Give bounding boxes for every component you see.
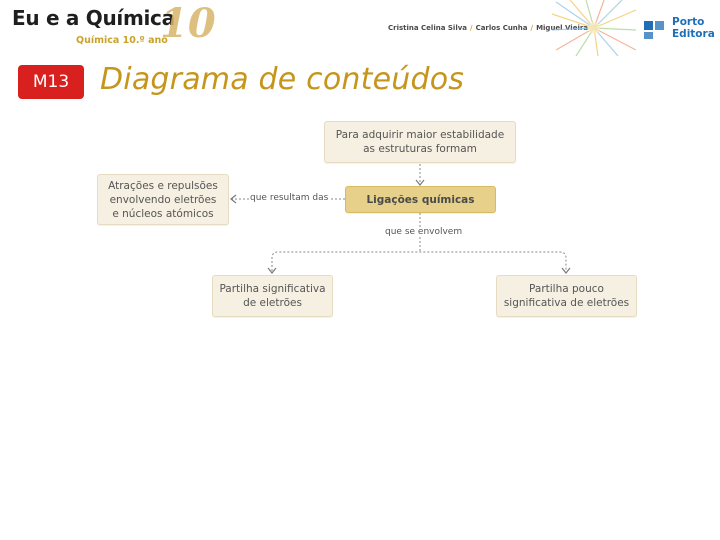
book-logo-number: 10 [160, 0, 216, 47]
authors-line: Cristina Celina Silva/Carlos Cunha/Migue… [388, 24, 588, 32]
header-bar: Eu e a Química Química 10.º ano 10 Crist… [0, 0, 720, 58]
publisher-line-2: Editora [672, 28, 715, 40]
connector-branch [271, 251, 567, 271]
edge-label-involve: que se envolvem [384, 227, 464, 237]
publisher-line-1: Porto [672, 16, 705, 28]
slide-title: Diagrama de conteúdos [100, 62, 465, 97]
decorative-pattern-icon [552, 0, 636, 56]
arrow-head-bottom-left [267, 267, 277, 274]
publisher-mark-icon [644, 21, 664, 39]
author-2: Carlos Cunha [475, 24, 528, 32]
edge-label-result: que resultam das [249, 193, 330, 203]
arrow-head-left [230, 194, 237, 204]
arrow-head-bottom-right [561, 267, 571, 274]
publisher-name: Porto Editora [672, 16, 715, 40]
node-top: Para adquirir maior estabilidade as estr… [324, 121, 516, 163]
node-center: Ligações químicas [345, 186, 496, 213]
author-separator: / [530, 24, 534, 32]
arrow-head-center [415, 179, 425, 186]
author-1: Cristina Celina Silva [388, 24, 467, 32]
book-logo-title: Eu e a Química [12, 6, 175, 30]
book-logo-subtitle: Química 10.º ano [76, 35, 168, 46]
node-bottom-right: Partilha pouco significativa de eletrões [496, 275, 637, 317]
module-badge: M13 [18, 65, 84, 99]
node-bottom-left: Partilha significativa de eletrões [212, 275, 333, 317]
author-separator: / [470, 24, 473, 32]
node-left: Atrações e repulsões envolvendo eletrões… [97, 174, 229, 225]
author-3: Miguel Vieira [536, 24, 589, 32]
